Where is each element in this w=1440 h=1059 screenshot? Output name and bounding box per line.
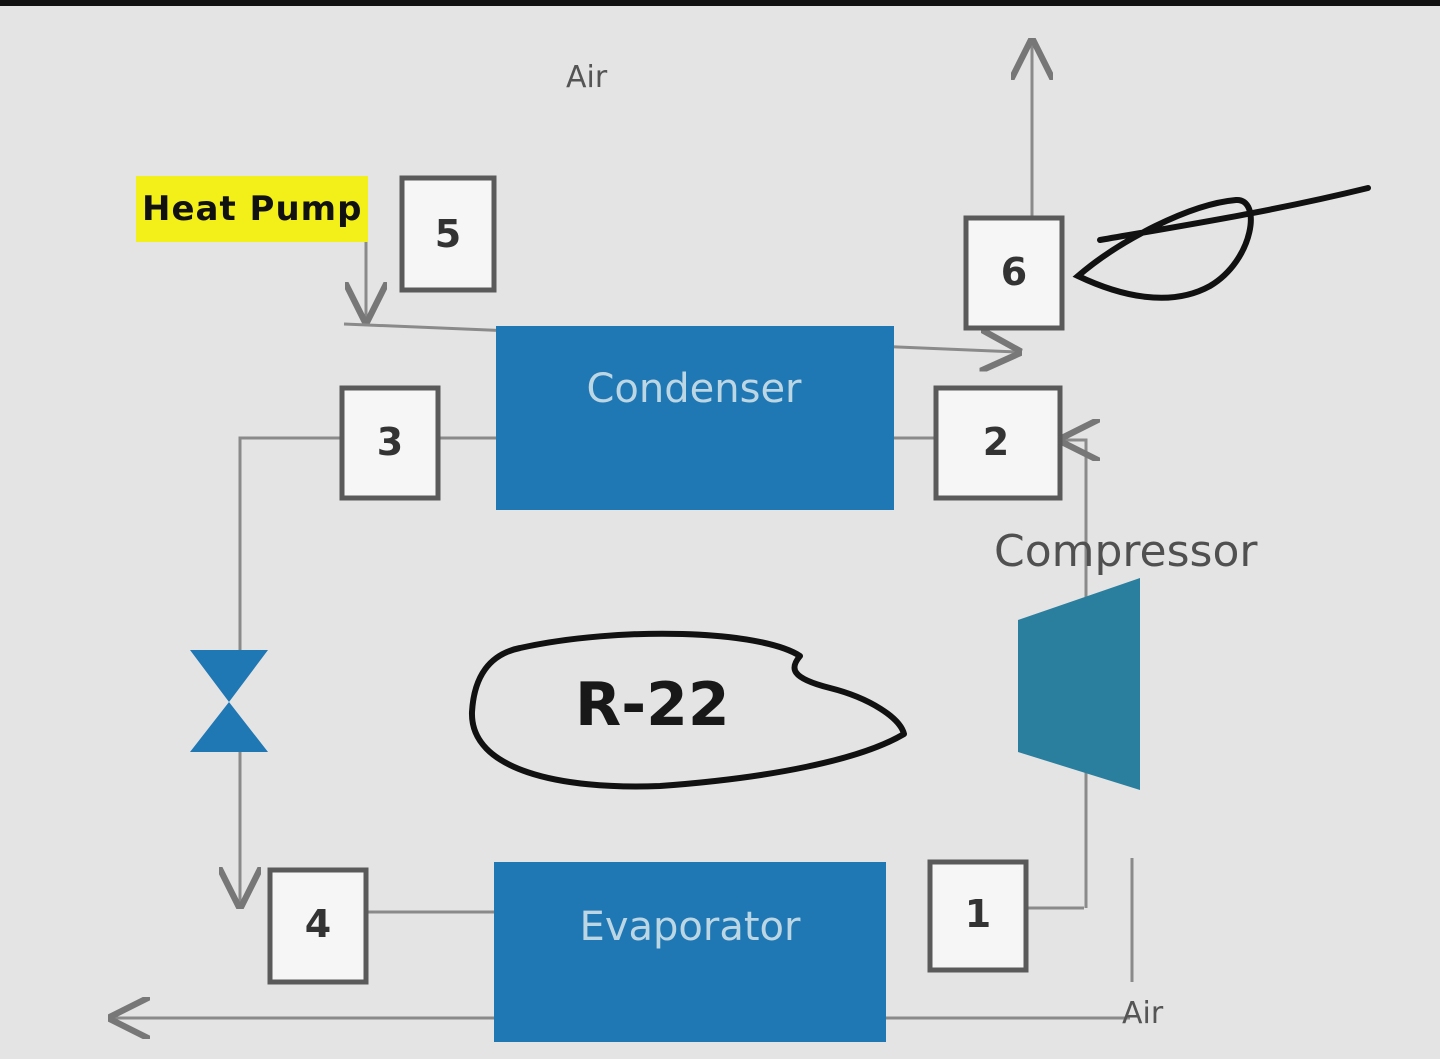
state-box-2 [933,385,1063,501]
air-inlet-label: Air [1122,996,1164,1031]
heat-pump-highlighted-label: Heat Pump [136,176,369,242]
condenser-label: Condenser [586,366,802,412]
compressor-label: Compressor [994,526,1258,577]
evaporator-block [494,862,886,1042]
refrigerant-bubble-outline [468,630,907,790]
refrigerant-label: R-22 [575,670,730,740]
air-outlet-label: Air [566,60,608,95]
condenser-block [496,326,894,510]
state-box-3 [339,385,441,501]
compressor-shape [1018,578,1140,790]
state-box-5 [399,175,497,293]
evaporator-label: Evaporator [579,904,801,950]
state-label-5: 5 [434,212,462,256]
line-3-to-valve [238,436,340,650]
state-label-2: 2 [982,420,1010,464]
state-box-1 [927,859,1029,973]
state-label-4: 4 [304,902,332,946]
state-box-4 [267,867,369,985]
state-box-6 [963,215,1065,331]
state-label-3: 3 [376,420,404,464]
pointer-scribble [1072,185,1371,301]
state-label-6: 6 [1000,250,1028,294]
state-label-1: 1 [964,892,992,936]
expansion-valve-shape [190,650,268,752]
top-border [0,0,1440,6]
